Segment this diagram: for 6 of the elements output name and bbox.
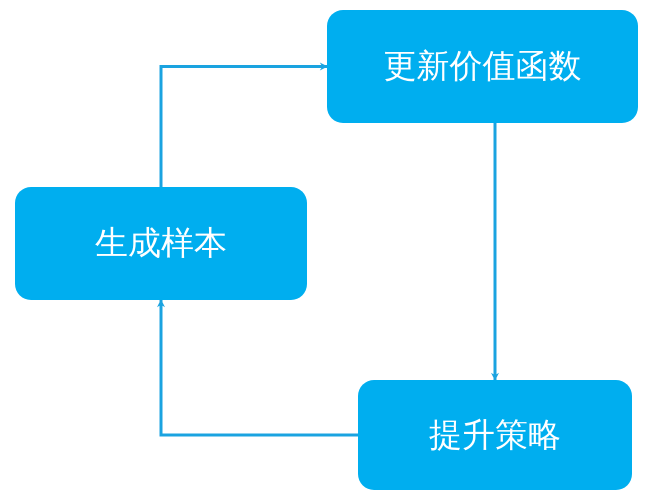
- process-box: 更新价值函数: [327, 10, 638, 123]
- arrow: [491, 123, 499, 381]
- process-box: 生成样本: [15, 187, 307, 300]
- arrow: [160, 62, 328, 187]
- process-box: 提升策略: [358, 380, 632, 490]
- arrow: [157, 299, 358, 436]
